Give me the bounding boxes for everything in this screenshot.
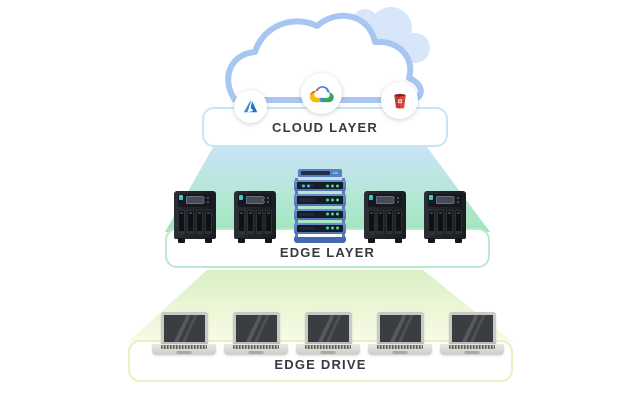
laptop-screen — [448, 312, 496, 344]
aws-s3-icon — [381, 82, 418, 119]
drive-bay — [187, 210, 194, 234]
laptop-keyboard — [449, 345, 495, 349]
edge-layer-label: EDGE LAYER — [279, 245, 376, 260]
laptop-screen — [376, 312, 424, 344]
laptop-keyboard — [161, 345, 207, 349]
cloud-layer-label: CLOUD LAYER — [272, 119, 378, 135]
drive-bay — [178, 210, 185, 234]
nas-front-panel — [428, 194, 462, 207]
drive-bay — [205, 210, 212, 234]
nas-device — [234, 191, 276, 243]
nas-drive-bays — [178, 210, 212, 234]
google-cloud-icon — [301, 73, 342, 114]
status-leds — [336, 184, 339, 188]
nas-device — [174, 191, 216, 243]
rack-unit-face — [297, 210, 343, 218]
laptop-screen — [160, 312, 208, 344]
rack-unit-face — [297, 224, 343, 232]
drive-bay — [377, 210, 384, 234]
nas-power-button — [241, 232, 244, 235]
nas-display — [436, 196, 454, 204]
nas-front-panel — [178, 194, 212, 207]
azure-icon — [234, 90, 267, 123]
laptop-touchpad — [464, 350, 480, 354]
status-leds — [336, 226, 339, 230]
rack-server — [294, 169, 346, 243]
nas-front-panel — [368, 194, 402, 207]
edge-devices-row — [166, 169, 474, 243]
cloud-shape — [225, 7, 430, 103]
drive-bay — [247, 210, 254, 234]
laptop-base — [296, 344, 360, 355]
laptop-device — [224, 312, 288, 355]
nas-accent-stripe — [429, 195, 433, 200]
nas-drive-bays — [238, 210, 272, 234]
drive-bay — [386, 210, 393, 234]
status-leds — [336, 212, 339, 216]
rack-top-unit — [298, 169, 342, 177]
nas-group-right — [364, 191, 466, 243]
laptop-base — [368, 344, 432, 355]
nas-buttons — [207, 197, 209, 199]
drive-bay — [256, 210, 263, 234]
drive-bay — [446, 210, 453, 234]
nas-buttons — [457, 197, 459, 199]
nas-accent-stripe — [239, 195, 243, 200]
drive-bay — [238, 210, 245, 234]
rack-unit-face — [297, 196, 343, 204]
nas-device — [424, 191, 466, 243]
nas-power-button — [431, 232, 434, 235]
nas-display — [376, 196, 394, 204]
rack-unit-face — [297, 182, 343, 190]
laptop-base — [440, 344, 504, 355]
laptop-keyboard — [377, 345, 423, 349]
rack-unit — [294, 180, 346, 192]
nas-accent-stripe — [179, 195, 183, 200]
nas-power-button — [181, 232, 184, 235]
laptop-device — [296, 312, 360, 355]
nas-accent-stripe — [369, 195, 373, 200]
status-leds — [336, 198, 339, 202]
nas-drive-bays — [428, 210, 462, 234]
rack-base — [294, 237, 346, 243]
laptop-touchpad — [176, 350, 192, 354]
drive-bay — [395, 210, 402, 234]
laptop-device — [152, 312, 216, 355]
nas-device — [364, 191, 406, 243]
laptop-touchpad — [248, 350, 264, 354]
nas-drive-bays — [368, 210, 402, 234]
rack-unit — [294, 194, 346, 206]
drive-bay — [368, 210, 375, 234]
drive-bay — [428, 210, 435, 234]
nas-display — [186, 196, 204, 204]
drive-bay — [265, 210, 272, 234]
laptop-row — [152, 312, 504, 355]
laptop-device — [440, 312, 504, 355]
laptop-device — [368, 312, 432, 355]
cloud-outline — [225, 12, 424, 103]
back-cloud-bump — [370, 7, 412, 49]
laptop-base — [152, 344, 216, 355]
nas-group-left — [174, 191, 276, 243]
nas-buttons — [267, 197, 269, 199]
laptop-screen — [304, 312, 352, 344]
rack-unit — [294, 208, 346, 220]
laptop-keyboard — [233, 345, 279, 349]
rack-unit — [294, 222, 346, 234]
drive-bay — [437, 210, 444, 234]
laptop-touchpad — [392, 350, 408, 354]
laptop-keyboard — [305, 345, 351, 349]
drive-bay — [455, 210, 462, 234]
drive-bay — [196, 210, 203, 234]
nas-display — [246, 196, 264, 204]
laptop-screen — [232, 312, 280, 344]
laptop-base — [224, 344, 288, 355]
laptop-touchpad — [320, 350, 336, 354]
edge-drive-label: EDGE DRIVE — [274, 357, 367, 372]
rack-units — [294, 180, 346, 234]
nas-power-button — [371, 232, 374, 235]
nas-buttons — [397, 197, 399, 199]
nas-front-panel — [238, 194, 272, 207]
